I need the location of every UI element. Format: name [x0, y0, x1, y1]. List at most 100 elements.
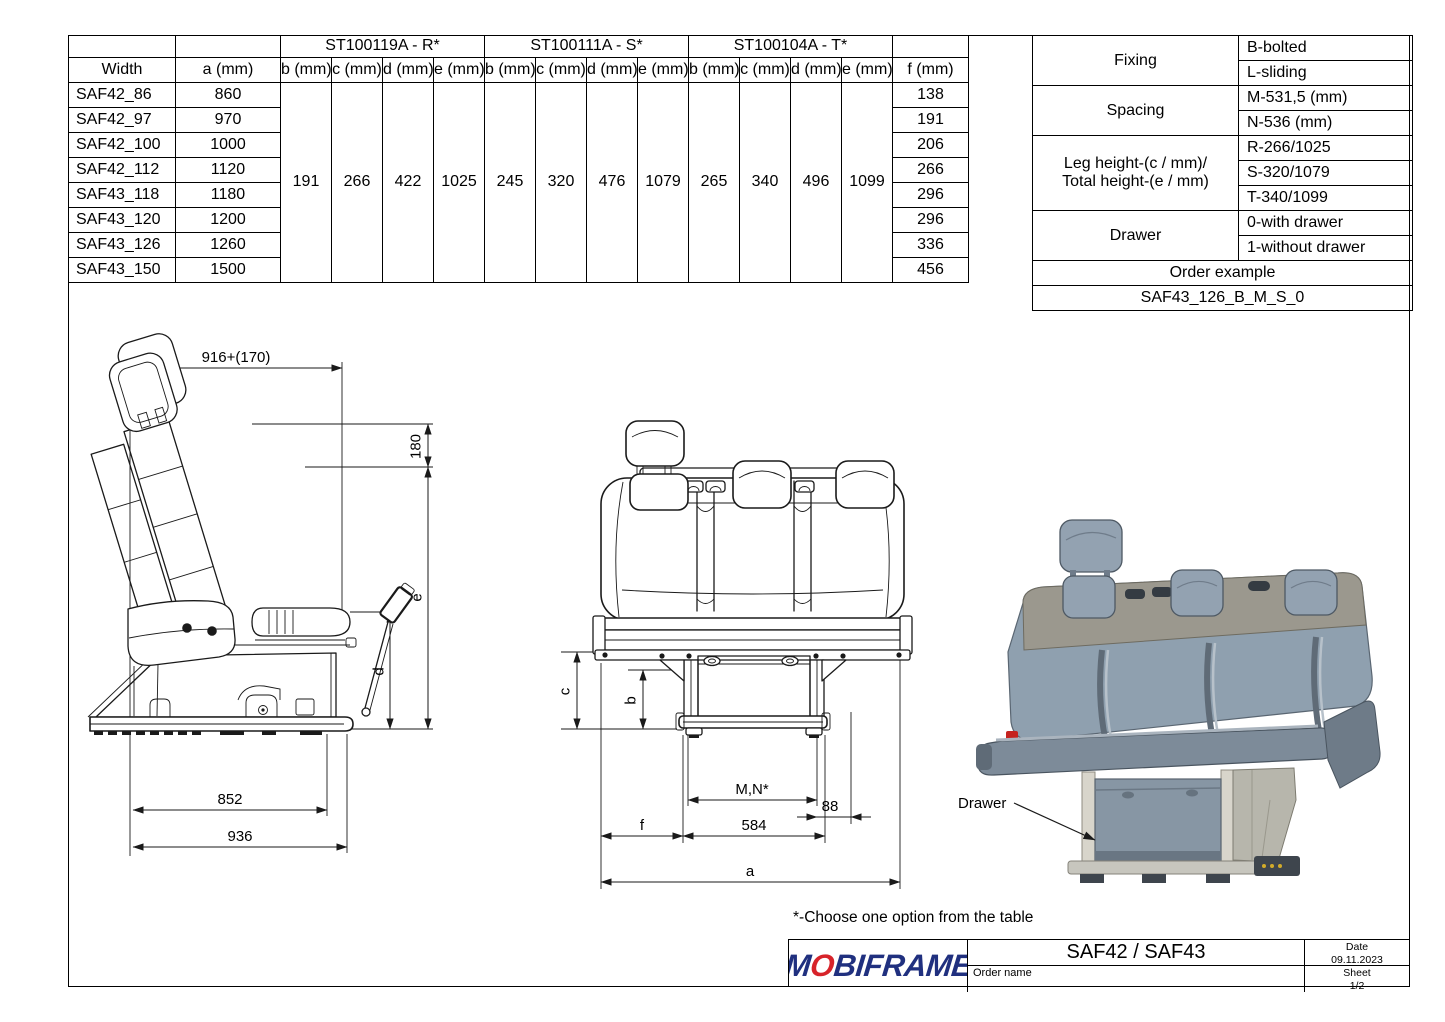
spec-merged-s-d: 476 [586, 82, 638, 283]
spec-merged-r-e: 1025 [433, 82, 485, 283]
iso-headrest-right [1284, 569, 1338, 616]
spec-merged-r-d: 422 [382, 82, 434, 283]
opts-fixing-sliding: L-sliding [1238, 60, 1413, 86]
spec-group-header-s: ST100111A - S* [484, 35, 689, 58]
opts-fixing-bolted: B-bolted [1238, 35, 1413, 61]
spec-col-header-d: d (mm) [382, 57, 434, 83]
spec-width-cell: SAF42_86 [68, 82, 176, 108]
iso-headrest-left-bottom [1062, 575, 1116, 619]
front-view-drawing [561, 420, 913, 889]
spec-col-header-width: Width [68, 57, 176, 83]
spec-f-cell: 336 [892, 232, 969, 258]
opts-fixing-label: Fixing [1032, 35, 1239, 86]
spec-f-cell: 206 [892, 132, 969, 158]
iso-seat-illustration [976, 519, 1381, 883]
logo-text: MOBIFRAME [789, 948, 968, 984]
front-extension-lines [561, 651, 901, 889]
spec-width-cell: SAF43_118 [68, 182, 176, 208]
spec-merged-r-b: 191 [280, 82, 332, 283]
iso-drawer-callout: Drawer [958, 795, 1007, 812]
spec-col-header-b: b (mm) [688, 57, 740, 83]
opts-order-example-label: Order example [1032, 260, 1413, 286]
spec-merged-t-c: 340 [739, 82, 791, 283]
spec-merged-t-b: 265 [688, 82, 740, 283]
spec-a-cell: 860 [175, 82, 281, 108]
spec-f-cell: 296 [892, 207, 969, 233]
front-dimension-lines [573, 651, 901, 886]
spec-group-header-r: ST100119A - R* [280, 35, 485, 58]
logo-o-accent: O [808, 948, 836, 984]
spec-width-cell: SAF43_120 [68, 207, 176, 233]
spec-f-cell: 191 [892, 107, 969, 133]
spec-merged-s-b: 245 [484, 82, 536, 283]
iso-headrest-center [1170, 569, 1224, 617]
spec-width-cell: SAF42_97 [68, 107, 176, 133]
spec-col-header-d: d (mm) [790, 57, 842, 83]
spec-merged-s-c: 320 [535, 82, 587, 283]
mobiframe-logo: MOBIFRAME [789, 940, 968, 993]
spec-merged-t-d: 496 [790, 82, 842, 283]
iso-right-support [1232, 767, 1297, 863]
opts-order-example-value: SAF43_126_B_M_S_0 [1032, 285, 1413, 311]
dim-label-side-headrest: 180 [407, 433, 425, 460]
dim-label-side-852: 852 [217, 791, 243, 808]
opts-drawer-without: 1-without drawer [1238, 235, 1413, 261]
title-block: MOBIFRAME SAF42 / SAF43 Order name Date … [788, 939, 1410, 993]
opts-drawer-with: 0-with drawer [1238, 210, 1413, 236]
spec-width-cell: SAF43_150 [68, 257, 176, 283]
spec-a-cell: 1260 [175, 232, 281, 258]
spec-col-header-e: e (mm) [637, 57, 689, 83]
side-rail-teeth [94, 731, 322, 735]
spec-a-cell: 970 [175, 107, 281, 133]
spec-a-cell: 1500 [175, 257, 281, 283]
dim-label-side-d: d [370, 667, 388, 676]
front-seat-outline [592, 420, 913, 738]
spec-f-cell: 456 [892, 257, 969, 283]
date-label: Date [1345, 941, 1369, 953]
table-row: SAF42_86 860 191 266 422 1025 245 320 47… [68, 82, 969, 283]
drawer-leader-line [1013, 802, 1096, 841]
dim-label-front-584: 584 [741, 817, 767, 834]
opts-drawer-label: Drawer [1032, 210, 1239, 261]
spec-a-cell: 1200 [175, 207, 281, 233]
footnote: *-Choose one option from the table [793, 909, 1034, 926]
side-seat-outline [87, 333, 415, 735]
spec-col-header-b: b (mm) [280, 57, 332, 83]
table-row: Order example [1032, 260, 1413, 286]
date-cell: Date 09.11.2023 [1305, 940, 1409, 966]
table-row: 1-without drawer [1033, 235, 1413, 261]
spec-merged-r-c: 266 [331, 82, 383, 283]
dim-label-front-c: c [556, 687, 574, 696]
spec-merged-t-e: 1099 [841, 82, 893, 283]
order-name-field: Order name [968, 966, 1305, 993]
spec-f-cell: 138 [892, 82, 969, 108]
spec-col-header-f: f (mm) [892, 57, 969, 83]
opts-spacing-label: Spacing [1032, 85, 1239, 136]
spec-col-header-a: a (mm) [175, 57, 281, 83]
spec-corner-blank [175, 35, 281, 58]
sheet-cell: Sheet 1/2 [1305, 966, 1409, 992]
spec-group-header-t: ST100104A - T* [688, 35, 893, 58]
spec-col-header-b: b (mm) [484, 57, 536, 83]
spec-col-header-c: c (mm) [535, 57, 587, 83]
spec-col-header-e: e (mm) [433, 57, 485, 83]
spec-col-header-e: e (mm) [841, 57, 893, 83]
spec-width-cell: SAF43_126 [68, 232, 176, 258]
iso-headrest-left-top [1059, 519, 1123, 573]
date-value: 09.11.2023 [1331, 953, 1383, 966]
spec-f-cell: 266 [892, 157, 969, 183]
dim-label-front-f: f [639, 817, 645, 834]
dim-label-side-width: 916+(170) [201, 349, 271, 366]
spec-f-cell: 296 [892, 182, 969, 208]
spec-col-header-d: d (mm) [586, 57, 638, 83]
dim-label-front-b: b [622, 696, 640, 705]
spec-corner-blank [68, 35, 176, 58]
